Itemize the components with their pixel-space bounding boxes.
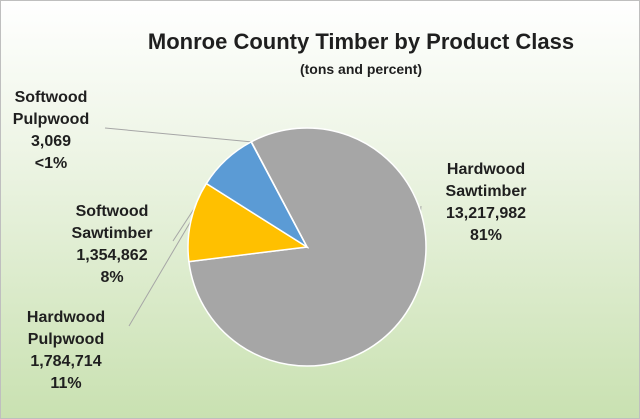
data-label-softwood-sawtimber: Softwood Sawtimber 1,354,862 8% xyxy=(71,203,153,286)
data-label-hardwood-pulpwood: Hardwood Pulpwood 1,784,714 11% xyxy=(26,309,106,392)
pie-slice-softwood-pulpwood xyxy=(250,140,308,248)
data-label-hardwood-sawtimber: Hardwood Sawtimber 13,217,982 81% xyxy=(445,161,527,244)
leader-line xyxy=(128,220,192,327)
leader-line xyxy=(104,127,252,143)
chart-title: Monroe County Timber by Product Class xyxy=(147,29,575,54)
pie-slice-hardwood-pulpwood xyxy=(187,182,310,263)
chart-subtitle: (tons and percent) xyxy=(299,61,423,77)
data-label-softwood-pulpwood: Softwood Pulpwood 3,069 <1% xyxy=(12,89,90,172)
